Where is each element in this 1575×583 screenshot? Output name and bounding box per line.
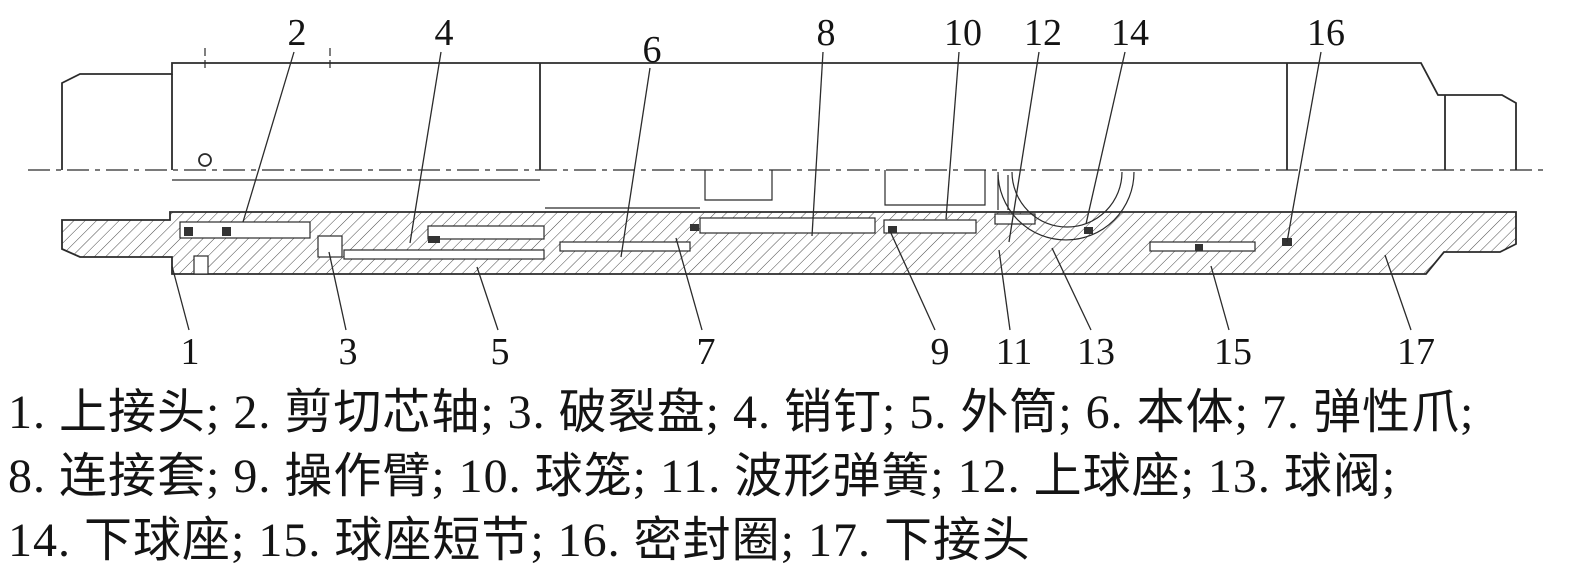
callout-10: 10 [944, 12, 982, 54]
leader-line-1 [171, 265, 190, 331]
legend-line-2: 8. 连接套; 9. 操作臂; 10. 球笼; 11. 波形弹簧; 12. 上球… [8, 450, 1397, 503]
seal-4 [690, 224, 699, 231]
tool-body-outline [61, 48, 1517, 170]
callout-1: 1 [181, 331, 200, 373]
seal-3 [428, 236, 440, 243]
leader-line-3 [328, 251, 347, 331]
seal-6 [1084, 227, 1093, 234]
ball-valve-arc-inner [1011, 171, 1123, 228]
internal-details [172, 170, 1135, 241]
leader-line-4 [409, 51, 442, 244]
slot-pin [427, 225, 545, 240]
callout-3: 3 [339, 331, 358, 373]
leader-line-14 [1085, 51, 1126, 225]
leader-line-13 [1051, 247, 1092, 331]
callout-16: 16 [1307, 12, 1345, 54]
ball-valve-arc-outer [997, 171, 1135, 241]
legend-line-1: 1. 上接头; 2. 剪切芯轴; 3. 破裂盘; 4. 销钉; 5. 外筒; 6… [8, 386, 1475, 439]
leader-line-9 [889, 230, 936, 331]
leader-line-11 [998, 249, 1011, 331]
leader-line-17 [1384, 254, 1412, 331]
callout-13: 13 [1077, 331, 1115, 373]
callout-5: 5 [491, 331, 510, 373]
sleeve-notch-1 [704, 170, 773, 201]
port-hole [198, 153, 212, 167]
slot-connect-sleeve [699, 217, 876, 234]
callout-14: 14 [1111, 12, 1149, 54]
slot-sleeve-2 [559, 241, 691, 252]
callout-8: 8 [817, 12, 836, 54]
leader-line-10 [945, 51, 960, 220]
callout-9: 9 [931, 331, 950, 373]
slot-spring [994, 213, 1036, 225]
callout-17: 17 [1397, 331, 1435, 373]
leader-line-7 [675, 237, 703, 331]
callout-labels-bottom: 1 3 5 7 9 11 13 15 17 [181, 331, 1436, 373]
hatched-section [61, 211, 1517, 275]
slot-ball-cage [883, 219, 977, 234]
legend-line-3: 14. 下球座; 15. 球座短节; 16. 密封圈; 17. 下接头 [8, 514, 1032, 567]
seal-5 [888, 226, 897, 233]
callout-11: 11 [996, 331, 1033, 373]
seal-2 [222, 227, 231, 236]
leader-line-15 [1210, 265, 1230, 331]
slot-mandrel [179, 221, 311, 239]
callout-6: 6 [643, 29, 662, 71]
upper-profile [61, 62, 1517, 170]
legend: 1. 上接头; 2. 剪切芯轴; 3. 破裂盘; 4. 销钉; 5. 外筒; 6… [0, 375, 1575, 573]
leader-line-6 [620, 67, 651, 258]
leader-line-8 [811, 51, 824, 237]
leader-lines-top [242, 51, 1322, 258]
callout-4: 4 [435, 12, 454, 54]
seal-7 [1195, 244, 1203, 251]
callout-15: 15 [1214, 331, 1252, 373]
leader-line-16 [1286, 51, 1322, 243]
seal-1 [184, 227, 193, 236]
sleeve-notch-2 [884, 170, 986, 206]
leader-line-12 [1008, 51, 1040, 243]
tool-cross-section-diagram: 2 4 6 8 10 12 14 16 1 3 5 7 9 11 13 15 1… [28, 12, 1548, 373]
slot-lower-step [193, 255, 209, 275]
leader-line-5 [476, 266, 499, 331]
callout-labels-top: 2 4 6 8 10 12 14 16 [288, 12, 1346, 71]
callout-12: 12 [1024, 12, 1062, 54]
slot-sleeve-1 [343, 249, 545, 260]
callout-2: 2 [288, 12, 307, 54]
leader-lines-bottom [171, 230, 1412, 331]
leader-line-2 [242, 51, 295, 223]
callout-7: 7 [697, 331, 716, 373]
